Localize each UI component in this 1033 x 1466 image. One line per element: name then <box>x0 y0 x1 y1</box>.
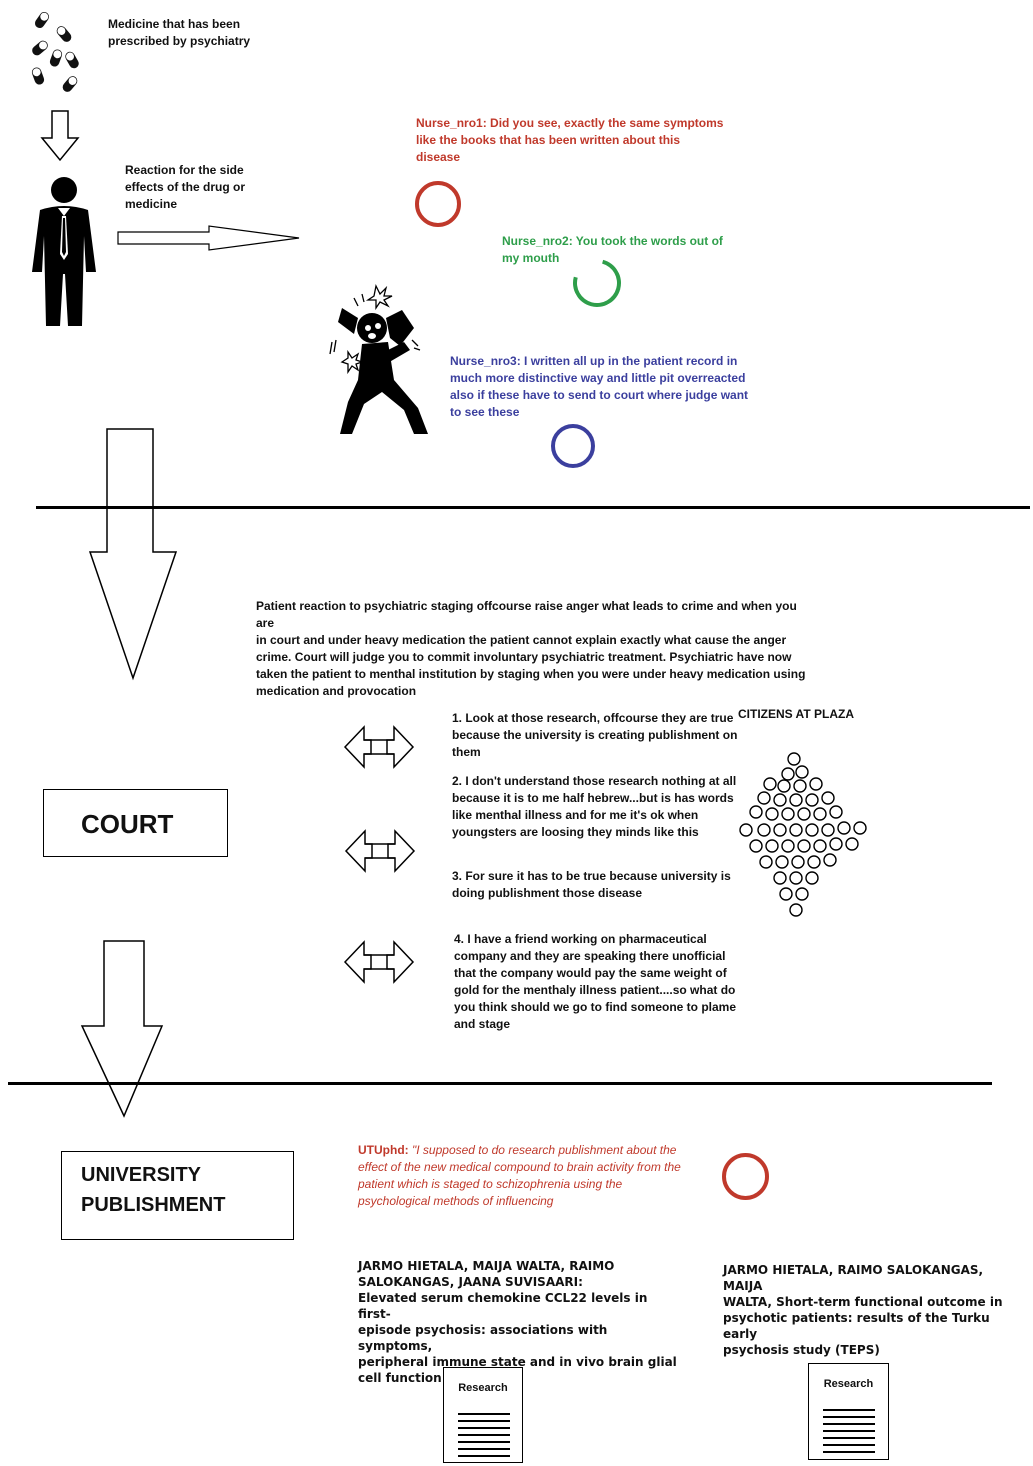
court-label: COURT <box>81 809 174 839</box>
text-lines-icon <box>823 1409 875 1453</box>
quote-speaker: UTUphd: <box>358 1143 409 1157</box>
court-box: COURT <box>43 789 228 857</box>
quote-text: "I supposed to do research publishment a… <box>358 1143 681 1208</box>
statement-4: 4. I have a friend working on pharmaceut… <box>454 932 737 1031</box>
down-arrow-icon <box>40 110 80 162</box>
pills-icon <box>31 11 79 92</box>
double-arrow-icon <box>343 940 415 984</box>
university-label: UNIVERSITY PUBLISHMENT <box>81 1164 226 1216</box>
statement-2: 2. I don't understand those research not… <box>452 774 737 839</box>
nurse-2-quote: Nurse_nro2: You took the words out of my… <box>502 234 723 265</box>
court-paragraph: Patient reaction to psychiatric staging … <box>256 599 806 698</box>
red-circle-icon <box>722 1153 769 1200</box>
person-icon <box>32 177 96 326</box>
document-title: Research <box>823 1378 874 1390</box>
statement-3: 3. For sure it has to be true because un… <box>452 869 731 900</box>
crowd-icon <box>739 752 867 917</box>
section-divider <box>8 1082 992 1085</box>
section-divider <box>36 506 1030 509</box>
stressed-person-icon <box>329 284 428 434</box>
text-lines-icon <box>458 1413 510 1457</box>
research-document-icon: Research <box>443 1367 523 1463</box>
citation-2: JARMO HIETALA, RAIMO SALOKANGAS, MAIJA W… <box>723 1263 1003 1357</box>
document-title: Research <box>458 1382 508 1394</box>
double-arrow-icon <box>344 829 416 873</box>
big-down-arrow-icon <box>80 940 164 1118</box>
nurse-1-quote: Nurse_nro1: Did you see, exactly the sam… <box>416 116 724 164</box>
red-circle-icon <box>415 181 461 227</box>
medicine-caption: Medicine that has been prescribed by psy… <box>108 17 251 48</box>
citation-1: JARMO HIETALA, MAIJA WALTA, RAIMO SALOKA… <box>358 1259 677 1385</box>
citizens-title: CITIZENS AT PLAZA <box>738 707 854 721</box>
statement-1: 1. Look at those research, offcourse the… <box>452 711 738 759</box>
nurse-3-quote: Nurse_nro3: I written all up in the pati… <box>450 354 749 419</box>
university-box: UNIVERSITY PUBLISHMENT <box>61 1151 294 1240</box>
right-arrow-icon <box>117 225 300 251</box>
reaction-caption: Reaction for the side effects of the dru… <box>125 163 246 211</box>
research-document-icon: Research <box>808 1363 889 1460</box>
double-arrow-icon <box>343 725 415 769</box>
utuphd-quote: UTUphd: "I supposed to do research publi… <box>358 1142 718 1210</box>
blue-circle-icon <box>551 424 595 468</box>
big-down-arrow-icon <box>88 428 178 681</box>
